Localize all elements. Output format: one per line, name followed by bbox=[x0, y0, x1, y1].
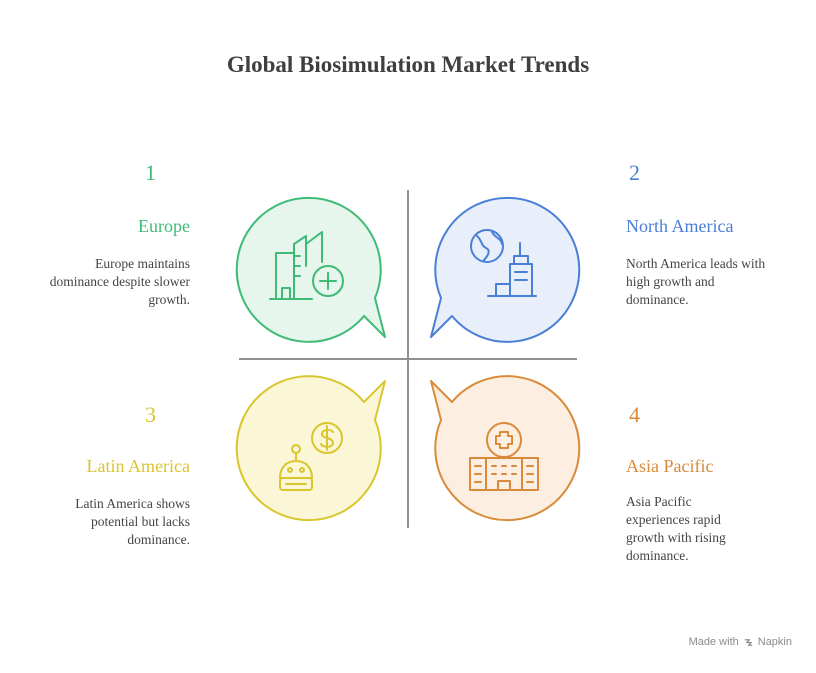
description-latin-america: Latin America shows potential but lacks … bbox=[75, 496, 190, 547]
region-north-america: North America bbox=[626, 216, 734, 236]
bubble-north-america bbox=[430, 196, 581, 343]
region-asia-pacific: Asia Pacific bbox=[626, 456, 714, 476]
city-plus-icon bbox=[269, 231, 344, 300]
description-europe: Europe maintains dominance despite slowe… bbox=[49, 256, 190, 307]
robot-dollar-icon bbox=[279, 422, 343, 491]
globe-skyline-icon bbox=[470, 229, 537, 297]
page-title: Global Biosimulation Market Trends bbox=[226, 52, 590, 77]
quadrant-number-1: 1 bbox=[145, 160, 156, 185]
napkin-logo-icon bbox=[744, 638, 752, 646]
made-with-napkin-footer: Made with Napkin bbox=[689, 636, 792, 648]
region-latin-america: Latin America bbox=[86, 456, 190, 476]
made-with-label: Made with bbox=[688, 636, 739, 648]
hospital-icon bbox=[469, 422, 539, 491]
bubble-europe bbox=[235, 196, 386, 343]
bubble-latin-america bbox=[235, 375, 386, 522]
napkin-brand-label: Napkin bbox=[757, 636, 792, 648]
quadrant-number-2: 2 bbox=[629, 160, 640, 185]
description-north-america: North America leads with high growth and… bbox=[626, 256, 766, 307]
description-asia-pacific: Asia Pacific experiences rapid growth wi… bbox=[626, 494, 726, 563]
quadrant-number-4: 4 bbox=[629, 402, 640, 427]
region-europe: Europe bbox=[138, 216, 190, 236]
quadrant-number-3: 3 bbox=[145, 402, 156, 427]
